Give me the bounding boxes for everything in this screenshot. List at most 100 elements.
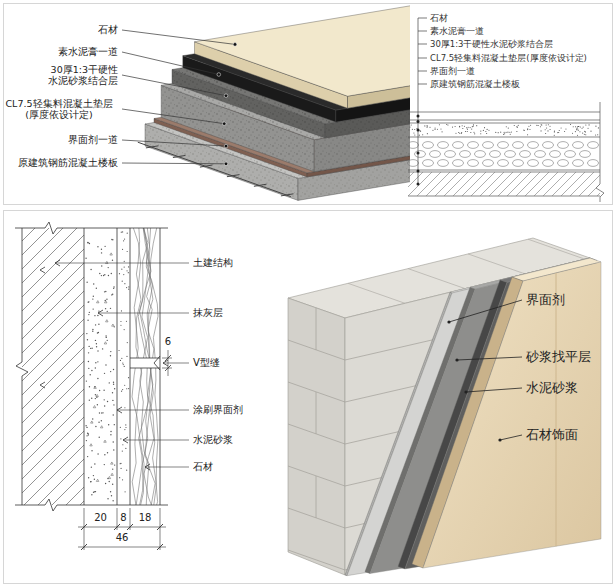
block-joint	[288, 508, 345, 528]
arrow-mark	[40, 267, 45, 273]
arrow-mark	[40, 382, 45, 388]
stipple-dot	[558, 132, 559, 133]
stipple-triangle	[93, 406, 96, 408]
section-line	[408, 137, 600, 138]
extension-line	[160, 508, 161, 550]
stipple-dot	[128, 286, 129, 287]
stipple-dot	[95, 367, 96, 368]
stipple-dot	[419, 130, 420, 131]
stipple-dot	[96, 346, 97, 347]
layer-label: 界面剂一道	[68, 134, 118, 145]
stipple-triangle	[106, 320, 109, 322]
stipple-dot	[107, 452, 108, 453]
stipple-dot	[101, 252, 102, 253]
stipple-dot	[470, 132, 471, 133]
block-joint	[316, 476, 317, 518]
label-anchor: CL7.5轻集料混凝土垫层(厚度依设计定)	[430, 53, 587, 63]
dimension-tick	[157, 544, 163, 550]
stipple-triangle	[111, 462, 114, 464]
hatch-line	[453, 172, 477, 196]
stipple-triangle	[91, 421, 94, 423]
hatch-line	[462, 172, 486, 196]
stipple-dot	[462, 125, 463, 126]
aggregate-symbol	[565, 151, 576, 158]
stipple-dot	[582, 133, 583, 134]
aggregate-symbol	[513, 160, 524, 167]
stipple-dot	[114, 464, 115, 465]
hatch-line	[525, 172, 549, 196]
stipple-dot	[88, 352, 89, 353]
block-joint	[468, 254, 525, 274]
stipple-dot	[495, 132, 496, 133]
stipple-triangle	[104, 342, 107, 344]
block-joint	[528, 239, 585, 259]
dimension-line	[78, 527, 166, 528]
label-anchor: 46	[116, 532, 129, 544]
stipple-dot	[97, 453, 98, 454]
stipple-dot	[127, 342, 128, 343]
stipple-dot	[88, 477, 89, 478]
hatch-line	[579, 172, 600, 196]
stipple-dot	[101, 275, 102, 276]
hatch-line	[22, 228, 84, 505]
rebar	[138, 142, 291, 196]
label-anchor: 素水泥膏一道	[430, 26, 484, 36]
layer-boundary	[117, 228, 118, 505]
stipple-dot	[577, 129, 578, 130]
dimension-line	[78, 547, 166, 548]
hatch-line	[408, 172, 432, 196]
hatch-line	[22, 228, 84, 505]
aggregate-symbol	[580, 151, 591, 158]
stipple-dot	[467, 129, 468, 130]
stipple-dot	[112, 259, 113, 260]
dimension-text: 18	[139, 512, 152, 524]
stipple-dot	[124, 283, 125, 284]
section-label: 石材	[430, 13, 448, 23]
stipple-dot	[95, 491, 96, 492]
stipple-dot	[86, 380, 87, 381]
stipple-dot	[585, 125, 586, 126]
stipple-dot	[580, 126, 581, 127]
stipple-dot	[87, 339, 88, 340]
stipple-dot	[105, 335, 106, 336]
dimension-tick	[114, 524, 120, 530]
stipple-dot	[101, 420, 102, 421]
stipple-dot	[95, 394, 96, 395]
stipple-dot	[94, 491, 95, 492]
hatch-line	[80, 228, 84, 505]
stipple-dot	[97, 404, 98, 405]
stipple-dot	[546, 127, 547, 128]
stipple-dot	[89, 312, 90, 313]
stipple-dot	[584, 134, 585, 135]
stipple-dot	[471, 129, 472, 130]
stipple-dot	[598, 127, 599, 128]
hatch-line	[22, 228, 63, 505]
stipple-dot	[559, 130, 560, 131]
stipple-dot	[504, 133, 505, 134]
joint-line	[130, 368, 160, 369]
stipple-dot	[440, 128, 441, 129]
stipple-dot	[96, 288, 97, 289]
dimension-text: 8	[120, 512, 126, 524]
stipple-dot	[452, 127, 453, 128]
stipple-dot	[128, 377, 129, 378]
stipple-dot	[114, 424, 115, 425]
stipple-dot	[103, 389, 104, 390]
stipple-triangle	[96, 301, 99, 303]
hatch-line	[444, 172, 468, 196]
block-joint	[316, 392, 317, 434]
aggregate-symbol	[558, 160, 569, 167]
stipple-dot	[118, 350, 119, 351]
aggregate-symbol	[475, 151, 486, 158]
stipple-dot	[122, 389, 123, 390]
stipple-dot	[516, 131, 517, 132]
hatch-line	[22, 228, 84, 505]
stipple-dot	[90, 269, 91, 270]
stipple-dot	[121, 232, 122, 233]
stipple-dot	[500, 132, 501, 133]
hatch-line	[498, 172, 522, 196]
label-anchor: 30厚1:3干硬性水泥砂浆结合层	[430, 39, 554, 49]
hatch-line	[570, 172, 594, 196]
stipple-dot	[126, 470, 127, 471]
dimension-tick	[81, 544, 87, 550]
